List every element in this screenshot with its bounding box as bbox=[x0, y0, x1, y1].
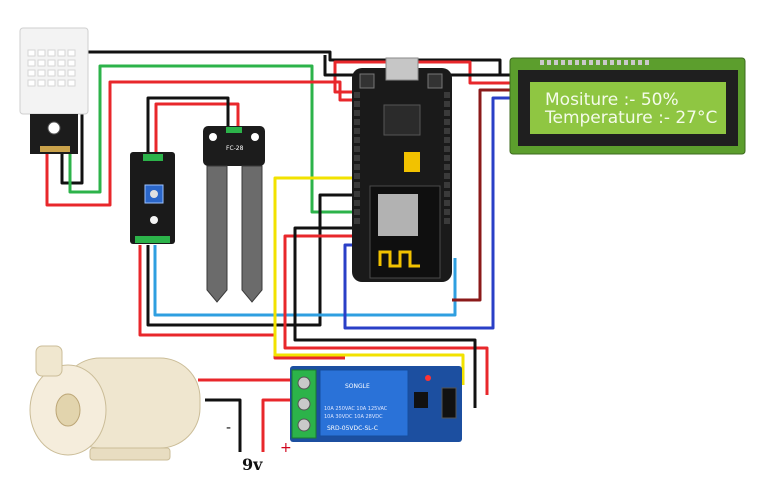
wire-lcd-darkred bbox=[452, 88, 512, 302]
relay-spec-2: 10A 30VDC 10A 28VDC bbox=[324, 414, 383, 420]
esp-shield bbox=[378, 194, 418, 236]
nodemcu-capacitor bbox=[404, 152, 420, 172]
soil-probe-connector bbox=[226, 127, 242, 133]
relay-spec-1: 10A 250VAC 10A 125VAC bbox=[324, 406, 388, 412]
wire-lcd-darkblue bbox=[343, 96, 512, 330]
relay-terminal-screw-1 bbox=[297, 376, 311, 390]
dht-mount-hole bbox=[47, 121, 61, 135]
soil-module-header-top bbox=[143, 154, 163, 161]
nodemcu-right-pins bbox=[444, 92, 450, 224]
soil-module-pot-screw bbox=[150, 190, 158, 198]
nodemcu-button-left bbox=[359, 73, 375, 89]
wire-dht-black bbox=[60, 50, 502, 185]
wire-pump-black bbox=[205, 398, 242, 452]
soil-module-led bbox=[150, 216, 158, 224]
soil-probe-head bbox=[203, 126, 265, 166]
lcd-screen bbox=[530, 82, 726, 134]
wire-module-black bbox=[146, 193, 358, 327]
relay-brand: SONGLE bbox=[345, 383, 370, 390]
nodemcu-board bbox=[352, 57, 452, 282]
soil-probe-hole-right bbox=[251, 133, 259, 141]
lcd-header-pins bbox=[540, 60, 649, 65]
relay-model: SRD-05VDC-SL-C bbox=[327, 425, 378, 432]
wire-module-blue bbox=[153, 245, 457, 317]
wire-supply-red bbox=[261, 398, 298, 452]
soil-probe-prong-left bbox=[206, 165, 228, 303]
nodemcu-usb-port bbox=[385, 57, 419, 81]
relay-terminal-screw-2 bbox=[297, 397, 311, 411]
water-pump bbox=[29, 345, 201, 461]
relay-cube bbox=[319, 369, 409, 437]
supply-minus-label: - bbox=[226, 420, 231, 436]
soil-probe: FC-28 bbox=[203, 126, 265, 303]
wire-dht-green bbox=[68, 64, 358, 214]
dht-pins bbox=[40, 146, 70, 152]
dht-grille bbox=[27, 49, 76, 87]
relay-header-pins bbox=[441, 387, 457, 419]
wire-relay-black bbox=[293, 226, 477, 408]
supply-voltage-label: 9v bbox=[242, 455, 263, 474]
dht-sensor bbox=[19, 27, 89, 154]
wire-relay-yellow bbox=[273, 176, 465, 385]
pump-inlet bbox=[55, 393, 81, 427]
pump-outlet bbox=[35, 345, 63, 377]
wire-dht-red bbox=[45, 80, 358, 207]
wires bbox=[45, 50, 512, 452]
relay-transistor bbox=[414, 392, 428, 408]
soil-probe-label: FC-28 bbox=[226, 145, 244, 152]
lcd-line-2: Temperature :- 27°C bbox=[544, 108, 717, 128]
nodemcu-chip bbox=[383, 104, 421, 136]
nodemcu-left-pins bbox=[354, 92, 360, 224]
lcd-line-1: Mositure :- 50% bbox=[545, 90, 679, 110]
wire-soil-black bbox=[146, 96, 230, 155]
relay-led bbox=[425, 375, 431, 381]
supply-plus-label: + bbox=[280, 440, 292, 456]
relay-terminal-screw-3 bbox=[297, 418, 311, 432]
soil-probe-prong-right bbox=[241, 165, 263, 303]
soil-module-header-bottom bbox=[135, 236, 170, 243]
wire-soil-red bbox=[154, 102, 240, 155]
pump-base bbox=[89, 447, 171, 461]
soil-probe-hole-left bbox=[209, 133, 217, 141]
lcd-display: Mositure :- 50% Temperature :- 27°C bbox=[509, 57, 746, 155]
esp-antenna bbox=[378, 250, 420, 268]
wire-relay-red bbox=[283, 234, 489, 395]
nodemcu-button-right bbox=[427, 73, 443, 89]
relay-module: SONGLE 10A 250VAC 10A 125VAC 10A 30VDC 1… bbox=[290, 366, 462, 442]
power-supply: - 9v + bbox=[226, 420, 292, 474]
soil-module bbox=[130, 152, 175, 244]
